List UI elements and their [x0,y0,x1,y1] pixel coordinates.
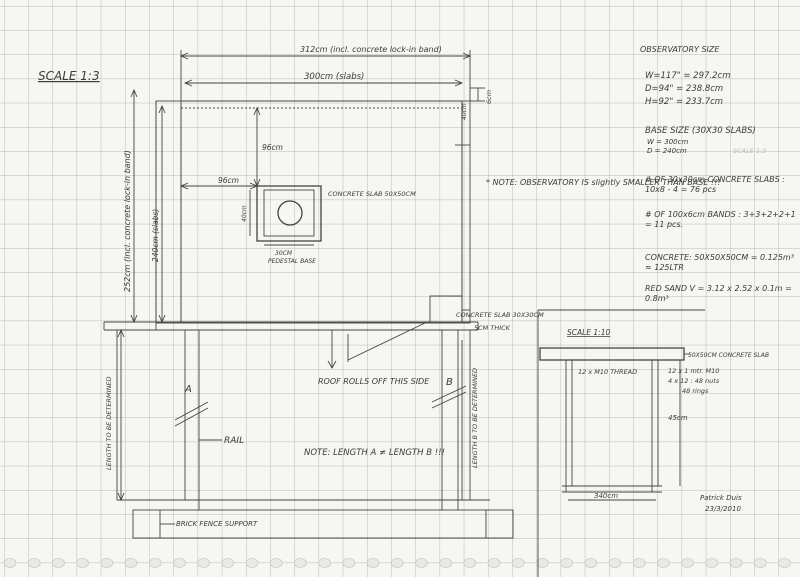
length-right: LENGTH B TO BE DETERMINED [471,368,479,468]
binder-hole [245,558,259,568]
concrete-slab-label: CONCRETE SLAB 50X50CM [328,190,416,198]
binder-hole [172,558,186,568]
binder-hole [76,558,89,568]
pedestal-detail [537,309,705,577]
binder-hole [221,558,235,568]
binder-hole [318,558,332,568]
binder-hole [148,558,162,568]
pedestal-concrete-slab [256,185,322,242]
detail-thread: 12 x M10 THREAD [578,368,637,376]
pedestal-base-size: 30CM [275,250,293,257]
top-inner: 40cm [461,103,468,120]
binder-hole [390,558,404,568]
detail-slab-label: 50X50CM CONCRETE SLAB [688,352,769,359]
pedestal-offset-left: 96cm [218,176,239,185]
binder-holes [3,558,791,568]
spec-scale-note: SCALE 1:3 [733,147,766,155]
binder-hole [124,558,138,568]
width-incl-concrete: 312cm (incl. concrete lock-in band) [300,45,442,54]
spec-notes: OBSERVATORY SIZE W=117" = 297.2cm D=94" … [640,45,796,303]
binder-hole [3,558,17,568]
binder-hole [511,558,525,568]
plan-labels: SCALE 1:3 312cm (incl. concrete lock-in … [38,45,721,528]
plan-drawing [103,50,514,539]
length-left: LENGTH TO BE DETERMINED [105,376,113,470]
signature-name: Patrick Duis [700,494,742,502]
detail-rings: 48 rings [682,387,709,395]
binder-hole [293,558,307,568]
scale-label: SCALE 1:3 [38,69,100,83]
roof-rolls-label: ROOF ROLLS OFF THIS SIDE [318,377,430,386]
binder-hole [366,558,380,568]
binder-hole [729,558,743,568]
height-incl-concrete: 252cm (incl. concrete lock-in band) [123,150,132,292]
binder-hole [608,558,622,568]
binder-hole [657,558,670,568]
red-sand-volume: RED SAND V = 3.12 x 2.52 x 0.1m = 0.8m³ [645,284,792,303]
detail-nuts-2: 4 x 12 : 48 nuts [668,377,720,385]
width-slabs: 300cm (slabs) [304,72,364,82]
base-d: D = 240cm [647,147,687,155]
label-a: A [184,384,192,395]
binder-hole [197,558,211,568]
base-size-title: BASE SIZE (30X30 SLABS) [645,126,756,136]
binder-hole [414,558,428,568]
corner-slab-thickness: 5CM THICK [474,324,511,332]
binder-hole [439,558,453,568]
note-length: NOTE: LENGTH A ≠ LENGTH B !!! [304,448,445,458]
detail-labels: SCALE 1:10 50X50CM CONCRETE SLAB 12 x M1… [567,328,769,500]
height-slabs: 240cm (slabs) [151,209,160,262]
slabs-count: # OF 30x30cm CONCRETE SLABS : 10x8 - 4 =… [645,175,785,194]
brick-fence-label: BRICK FENCE SUPPORT [176,520,258,528]
signature-block: Patrick Duis 23/3/2010 [700,494,742,513]
rail-label: RAIL [224,436,244,446]
spec-h: H=92" = 233.7cm [645,97,723,107]
detail-height: 45cm [668,414,688,422]
binder-hole [487,558,501,568]
spec-d: D=94" = 238.8cm [645,84,723,94]
bands-count: # OF 100x6cm BANDS : 3+3+2+2+1 = 11 pcs. [645,210,796,229]
pedestal-base-label: PEDESTAL BASE [268,258,316,265]
binder-hole [463,558,477,568]
corner-slab-label: CONCRETE SLAB 30X30CM [456,311,544,319]
specs-title: OBSERVATORY SIZE [640,45,720,54]
binder-hole [27,558,41,568]
binder-hole [536,558,549,568]
detail-width: 340cm [594,492,618,500]
binder-hole [342,558,356,568]
binder-hole [632,558,646,568]
pedestal-offset-top: 96cm [262,143,283,152]
binder-hole [560,558,573,568]
signature-date: 23/3/2010 [705,505,741,513]
binder-hole [100,558,114,568]
binder-hole [52,558,65,568]
binder-hole [269,558,283,568]
binder-hole [778,558,791,568]
concrete-volume: CONCRETE: 50X50X50CM = 0.125m³ ≈ 125LTR [645,253,794,272]
pedestal-size: 40cm [241,205,248,222]
binder-hole [584,558,598,568]
detail-nuts: 12 x 1 mtr. M10 [668,367,719,375]
pedestal-circle [277,200,303,226]
brick-fence-support [132,509,514,539]
binder-hole [705,558,719,568]
note-observatory: * NOTE: OBSERVATORY IS slightly SMALLER … [486,178,721,187]
binder-hole [681,558,694,568]
label-b: B [446,377,453,388]
binder-hole [753,558,767,568]
spec-w: W=117" = 297.2cm [645,71,730,81]
detail-scale: SCALE 1:10 [567,328,610,337]
top-offset: 6cm [485,90,493,104]
base-w: W = 300cm [647,138,688,146]
